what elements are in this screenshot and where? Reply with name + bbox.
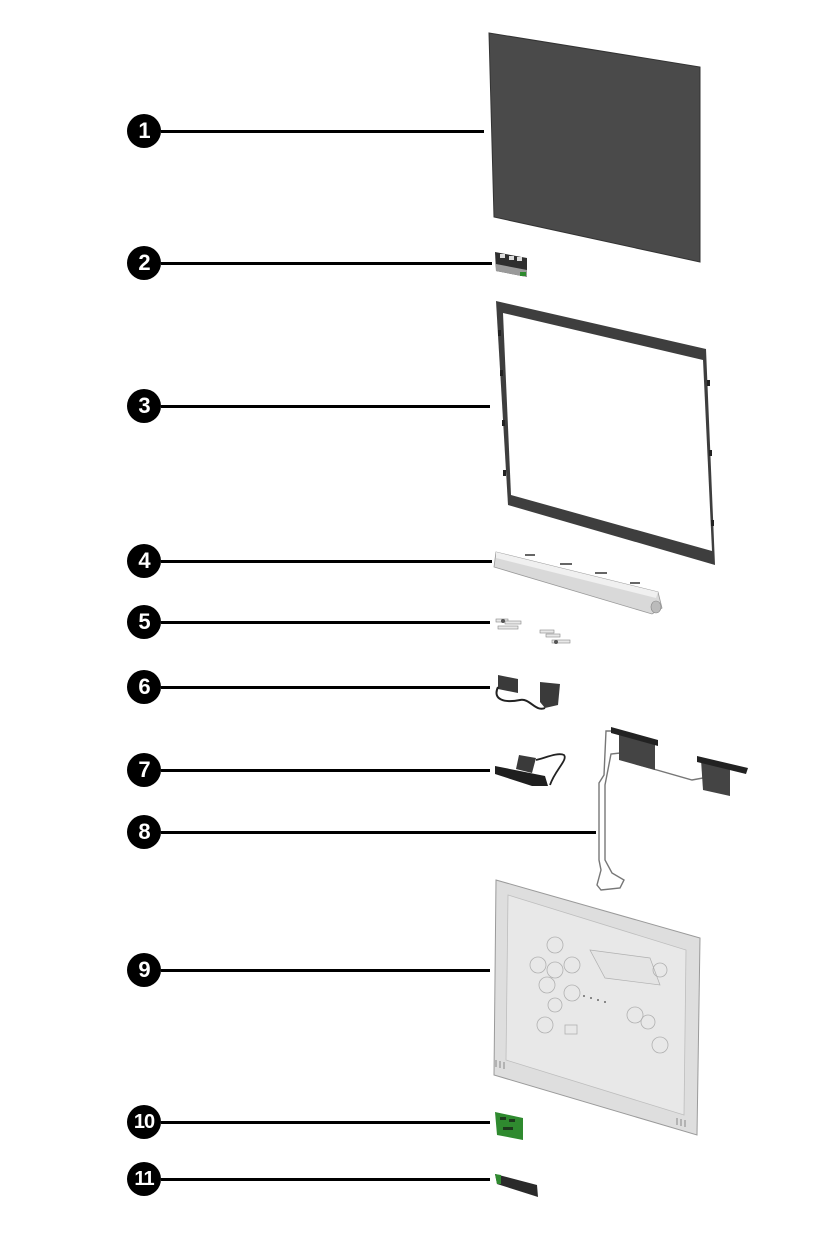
leader-line: [161, 261, 492, 265]
callout-7: 7: [127, 752, 490, 788]
callout-number-badge: 11: [127, 1162, 161, 1196]
leader-line: [161, 1120, 490, 1124]
leader-line: [161, 129, 484, 133]
callout-number-badge: 10: [127, 1105, 161, 1139]
callout-number-badge: 4: [127, 544, 161, 578]
callout-4: 4: [127, 543, 492, 579]
hinge-cover-part: [493, 551, 663, 615]
callout-1: 1: [127, 113, 484, 149]
display-panel-part: [488, 32, 701, 263]
display-panel-board-part: [495, 252, 527, 277]
callout-10: 10: [127, 1104, 490, 1140]
callout-number-badge: 5: [127, 605, 161, 639]
sensor-board-part: [495, 1174, 538, 1197]
callout-3: 3: [127, 388, 490, 424]
leader-line: [161, 968, 490, 972]
display-cable-part: [495, 675, 560, 710]
callout-9: 9: [127, 952, 490, 988]
callout-number-badge: 6: [127, 670, 161, 704]
antenna-part: [596, 727, 748, 891]
leader-line: [161, 685, 490, 689]
callout-number-badge: 8: [127, 815, 161, 849]
webcam-cable-part: [495, 753, 566, 786]
leader-line: [161, 404, 490, 408]
leader-line: [161, 1177, 490, 1181]
callout-11: 11: [127, 1161, 490, 1197]
callout-number-badge: 3: [127, 389, 161, 423]
callout-number-badge: 9: [127, 953, 161, 987]
callout-number-badge: 7: [127, 753, 161, 787]
leader-line: [161, 559, 492, 563]
leader-line: [161, 768, 490, 772]
leader-line: [161, 830, 596, 834]
display-bezel-part: [496, 301, 715, 565]
callout-8: 8: [127, 814, 596, 850]
display-back-cover-part: [493, 879, 701, 1136]
display-hinges-part: [495, 618, 571, 644]
callout-number-badge: 1: [127, 114, 161, 148]
webcam-module-part: [495, 1112, 523, 1140]
callout-6: 6: [127, 669, 490, 705]
leader-line: [161, 620, 490, 624]
callout-5: 5: [127, 604, 490, 640]
callout-2: 2: [127, 245, 492, 281]
callout-number-badge: 2: [127, 246, 161, 280]
